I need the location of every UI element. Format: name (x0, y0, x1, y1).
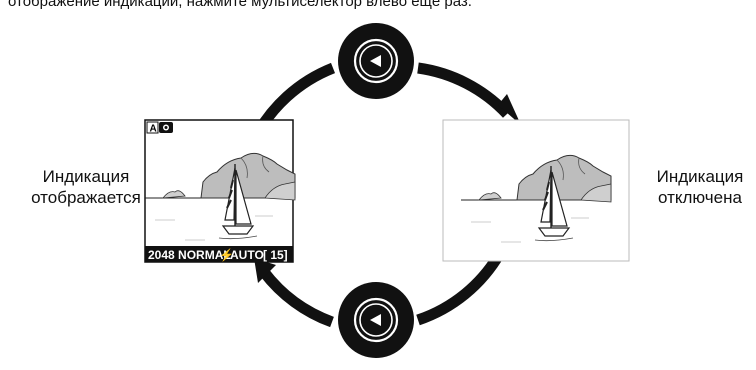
shots-remaining: [ 15] (263, 248, 288, 262)
camera-icon (159, 122, 173, 133)
screen-display-on: A 2048 NORMAL ⚡ AUTO [ 15] (145, 120, 295, 262)
multiselector-left-icon (338, 282, 414, 358)
flash-mode: AUTO (230, 248, 264, 262)
mode-label: A (150, 124, 157, 135)
arrow-clockwise-arc (418, 68, 507, 114)
arc-bottom-right (418, 253, 500, 320)
arrow-counterclockwise-arc (264, 272, 332, 322)
screen-display-off (443, 120, 629, 261)
multiselector-left-icon (338, 23, 414, 99)
